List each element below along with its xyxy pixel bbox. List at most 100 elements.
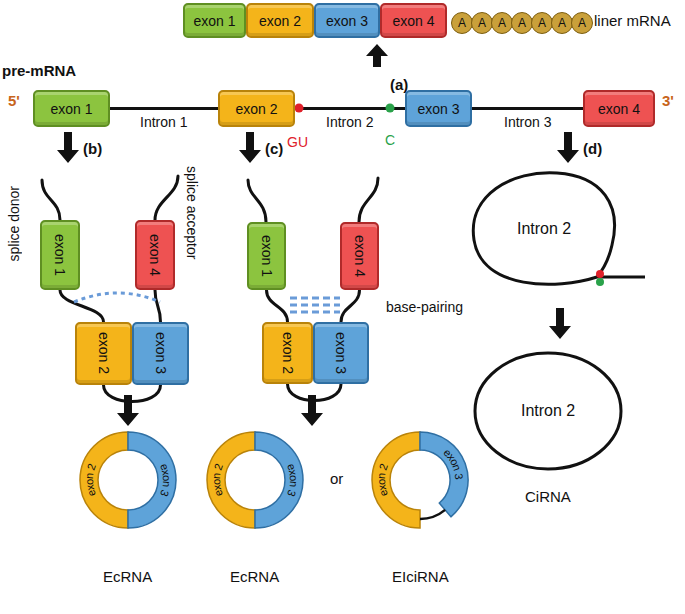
ring-text: exon 2 bbox=[375, 462, 390, 498]
svg-text:exon 3: exon 3 bbox=[158, 462, 173, 498]
svg-text:exon 3: exon 3 bbox=[285, 462, 300, 498]
node-text: A bbox=[518, 16, 526, 30]
svg-text:exon 2: exon 2 bbox=[375, 462, 390, 498]
exon-box: exon 1 bbox=[183, 3, 246, 38]
step-label: (d) bbox=[583, 140, 602, 157]
exon-box: exon 4 bbox=[340, 222, 379, 290]
product-label: EIciRNA bbox=[392, 568, 449, 585]
exon-box: exon 3 bbox=[313, 322, 369, 384]
node-text: exon 4 bbox=[352, 235, 368, 277]
exon-box: exon 1 bbox=[40, 220, 80, 290]
svg-text:exon 2: exon 2 bbox=[210, 462, 225, 498]
site-label: C bbox=[385, 132, 395, 148]
node-text: exon 1 bbox=[259, 235, 275, 277]
svg-text:exon 2: exon 2 bbox=[83, 462, 98, 498]
node-text: exon 1 bbox=[50, 101, 92, 117]
product-label: EcRNA bbox=[103, 568, 152, 585]
side-label: splice donor bbox=[6, 186, 22, 262]
exon-box: exon 1 bbox=[247, 222, 286, 290]
exon-box: exon 2 bbox=[262, 322, 313, 384]
exon-box: exon 4 bbox=[380, 3, 447, 38]
node-text: exon 3 bbox=[417, 101, 459, 117]
step-label: (c) bbox=[265, 140, 283, 157]
polya-bead: A bbox=[571, 12, 593, 34]
node-text: A bbox=[478, 16, 486, 30]
exon-box: exon 1 bbox=[33, 90, 110, 127]
lariat-intron: Intron 2 bbox=[462, 165, 647, 300]
base-pairing-lines bbox=[290, 298, 340, 312]
end-label: 5' bbox=[8, 92, 20, 109]
strand-connector bbox=[267, 290, 288, 322]
intron-label: Intron 3 bbox=[502, 114, 553, 130]
node-text: A bbox=[498, 16, 506, 30]
circular-rna-ring: exon 2 exon 3 bbox=[78, 430, 178, 530]
pre-mrna-label: pre-mRNA bbox=[2, 62, 76, 79]
exon-box: exon 2 bbox=[246, 3, 314, 38]
ring-text: exon 3 bbox=[285, 462, 300, 498]
c-site-dot bbox=[386, 104, 395, 113]
node-text: A bbox=[538, 16, 546, 30]
or-label: or bbox=[330, 470, 343, 487]
node-text: exon 4 bbox=[598, 101, 640, 117]
exon-box: exon 3 bbox=[314, 3, 380, 38]
product-label: EcRNA bbox=[230, 568, 279, 585]
intron-label: Intron 2 bbox=[324, 114, 375, 130]
ring-text: exon 3 bbox=[441, 446, 465, 480]
exon-box: exon 4 bbox=[583, 90, 655, 127]
ring: exon 2 exon 3 bbox=[370, 430, 470, 530]
circular-intron: Intron 2 bbox=[472, 350, 624, 472]
ring-text: exon 2 bbox=[210, 462, 225, 498]
polya-bead: A bbox=[451, 12, 473, 34]
node-text: exon 4 bbox=[392, 13, 434, 29]
node-text: Intron 2 bbox=[521, 402, 575, 420]
svg-text:exon 3: exon 3 bbox=[441, 446, 465, 480]
exon-box: exon 4 bbox=[135, 220, 175, 290]
polya-bead: A bbox=[471, 12, 493, 34]
intron-label: Intron 1 bbox=[138, 114, 189, 130]
gu-site-dot bbox=[295, 104, 304, 113]
node-text: exon 3 bbox=[333, 332, 349, 374]
node-text: exon 3 bbox=[326, 13, 368, 29]
node-text: Intron 2 bbox=[517, 220, 571, 238]
node-text: exon 2 bbox=[280, 332, 296, 374]
product-label: CiRNA bbox=[525, 488, 571, 505]
site-label: GU bbox=[287, 134, 308, 150]
strand-connector bbox=[472, 107, 583, 110]
polya-bead: A bbox=[551, 12, 573, 34]
step-label: (a) bbox=[390, 76, 408, 93]
end-label: 3' bbox=[662, 92, 674, 109]
node-text: exon 2 bbox=[259, 13, 301, 29]
ring-text: exon 3 bbox=[158, 462, 173, 498]
exon-box: exon 2 bbox=[218, 90, 295, 127]
node-text: A bbox=[578, 16, 586, 30]
node-text: exon 2 bbox=[96, 332, 112, 374]
exon-box: exon 3 bbox=[405, 90, 472, 127]
strand-connector bbox=[110, 107, 218, 110]
node-text: exon 2 bbox=[235, 101, 277, 117]
circular-rna-ring: exon 2 exon 3 bbox=[370, 430, 470, 530]
side-label: splice acceptor bbox=[184, 166, 200, 259]
ring: exon 2 exon 3 bbox=[205, 430, 305, 530]
mrna-label: liner mRNA bbox=[594, 12, 671, 29]
node-text: A bbox=[558, 16, 566, 30]
exon-box: exon 3 bbox=[132, 322, 189, 385]
circular-rna-ring: exon 2 exon 3 bbox=[205, 430, 305, 530]
step-label: (b) bbox=[83, 140, 102, 157]
ring-text: exon 2 bbox=[83, 462, 98, 498]
strand-connector bbox=[155, 290, 161, 322]
node-text: exon 4 bbox=[147, 234, 163, 276]
ring: exon 2 exon 3 bbox=[78, 430, 178, 530]
process-arrows bbox=[57, 44, 579, 426]
node-text: exon 1 bbox=[52, 234, 68, 276]
polya-bead: A bbox=[511, 12, 533, 34]
node-text: exon 3 bbox=[153, 332, 169, 374]
polya-bead: A bbox=[491, 12, 513, 34]
polya-bead: A bbox=[531, 12, 553, 34]
node-text: exon 1 bbox=[193, 13, 235, 29]
strand-connector bbox=[341, 290, 360, 322]
node-text: A bbox=[458, 16, 466, 30]
flanking-strands bbox=[42, 176, 378, 222]
dotted-junction bbox=[74, 293, 160, 302]
base-pairing-label: base-pairing bbox=[386, 299, 463, 315]
exon-box: exon 2 bbox=[75, 322, 132, 385]
